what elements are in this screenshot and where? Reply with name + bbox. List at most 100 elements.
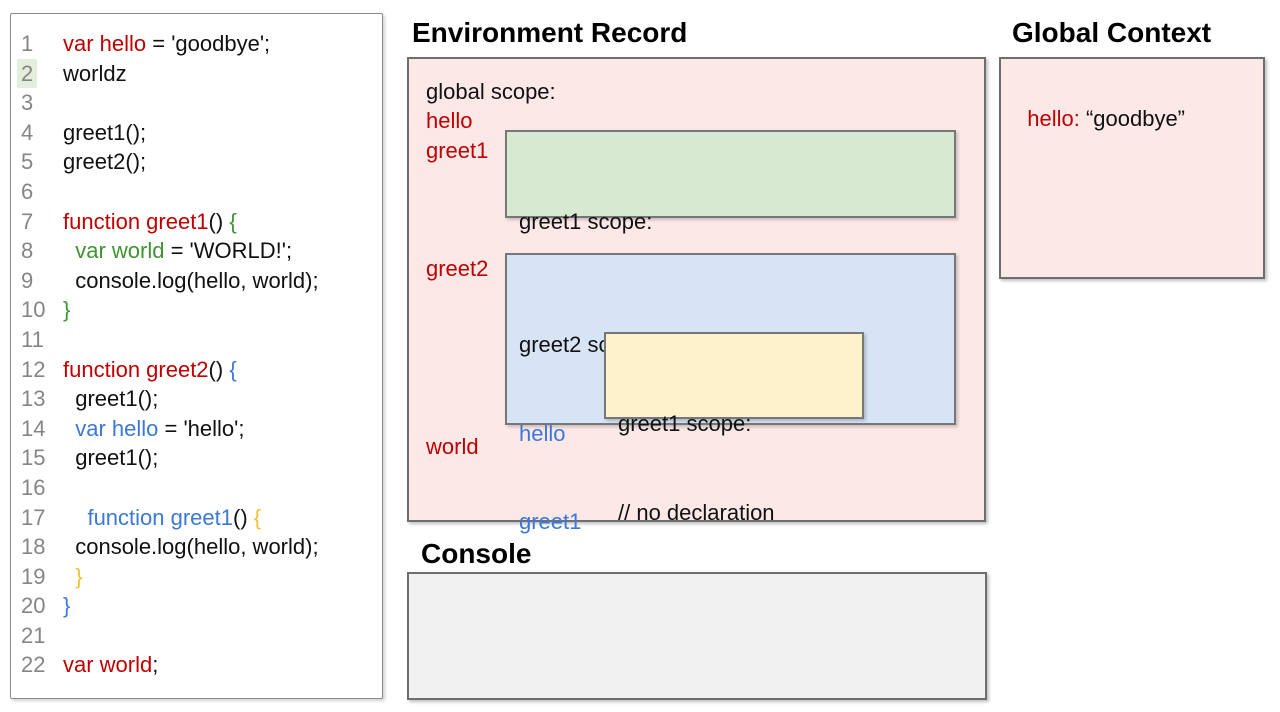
- code-text: [63, 179, 69, 204]
- code-token: function greet1: [63, 208, 209, 234]
- code-line: 17 function greet1() {: [21, 503, 382, 533]
- line-number: 1: [21, 31, 34, 56]
- line-number: 13: [21, 386, 46, 412]
- line-number: 12: [21, 356, 46, 382]
- code-text: [63, 90, 69, 115]
- code-line: 21: [21, 621, 382, 651]
- code-text: function greet2() {: [63, 357, 237, 382]
- line-number: 7: [21, 208, 34, 234]
- code-line: 12 function greet2() {: [21, 355, 382, 385]
- code-line: 9 console.log(hello, world);: [21, 266, 382, 296]
- code-line: 4 greet1();: [21, 118, 382, 148]
- code-line: 6: [21, 177, 382, 207]
- code-text: console.log(hello, world);: [63, 267, 319, 293]
- line-number: 11: [21, 326, 44, 352]
- greet2-scope-var-greet1: greet1: [519, 509, 582, 534]
- code-token: greet1();: [63, 445, 159, 471]
- code-token: console.log(hello, world);: [63, 534, 319, 560]
- global-context-title: Global Context: [1012, 17, 1212, 48]
- code-token: var world: [63, 652, 153, 678]
- line-number: 6: [21, 178, 34, 204]
- global-context-box: hello: “goodbye”: [999, 57, 1265, 279]
- code-token: }: [75, 563, 83, 589]
- line-number: 18: [21, 534, 46, 560]
- code-token: worldz: [63, 60, 127, 86]
- code-token: {: [253, 504, 262, 530]
- code-text: [63, 327, 69, 352]
- code-token: = 'goodbye';: [146, 31, 271, 56]
- code-text: }: [63, 563, 83, 589]
- code-line: 7 function greet1() {: [21, 207, 382, 237]
- code-token: [63, 416, 75, 441]
- line-number: 2: [17, 58, 63, 89]
- line-number: 3: [21, 90, 34, 116]
- line-number: 21: [21, 622, 46, 648]
- code-line: 19 }: [21, 562, 382, 592]
- global-context-key-hello: hello:: [1027, 105, 1080, 131]
- code-token: (): [208, 356, 230, 382]
- code-line: 18 console.log(hello, world);: [21, 532, 382, 562]
- code-text: greet1();: [63, 120, 146, 145]
- code-text: worldz: [63, 61, 127, 86]
- inner-greet1-scope-comment: // no declaration: [618, 499, 775, 525]
- code-line: 13 greet1();: [21, 384, 382, 414]
- code-text: greet1();: [63, 445, 158, 470]
- code-text: function greet1() {: [63, 209, 237, 234]
- code-text: }: [63, 297, 70, 322]
- code-line: 15 greet1();: [21, 443, 382, 473]
- environment-record-box: global scope: hello greet1 greet2 world …: [407, 57, 986, 534]
- code-token: (): [208, 208, 230, 234]
- global-scope-var-world: world: [426, 434, 479, 459]
- code-text: var world;: [63, 652, 158, 677]
- code-token: var hello: [63, 31, 147, 56]
- line-number: 20: [21, 593, 46, 619]
- global-scope-var-greet1: greet1: [426, 138, 489, 163]
- code-line: 1 var hello = 'goodbye';: [21, 29, 382, 59]
- code-token: [63, 505, 87, 530]
- code-token: }: [63, 593, 71, 619]
- global-context-value-goodbye: “goodbye”: [1079, 105, 1186, 131]
- code-token: greet1();: [63, 119, 147, 145]
- code-token: (): [233, 504, 254, 530]
- code-text: var hello = 'goodbye';: [63, 31, 270, 56]
- inner-greet1-scope-box: greet1 scope: // no declaration: [604, 332, 864, 525]
- line-number: 10: [21, 297, 46, 323]
- code-text: greet2();: [63, 149, 146, 174]
- line-number: 4: [21, 119, 34, 145]
- greet2-scope-box: greet2 scope: hello greet1 greet1 scope:…: [505, 253, 956, 534]
- line-number: 5: [21, 149, 34, 175]
- line-number: 8: [21, 238, 34, 264]
- code-line: 20}: [21, 591, 382, 621]
- code-text: [63, 475, 69, 500]
- code-token: [63, 238, 75, 263]
- code-text: var world = 'WORLD!';: [63, 238, 292, 263]
- code-token: function greet2: [63, 356, 209, 382]
- code-line: 8 var world = 'WORLD!';: [21, 236, 382, 266]
- greet1-scope-label: greet1 scope:: [519, 209, 653, 234]
- code-text: var hello = 'hello';: [63, 416, 244, 441]
- greet1-scope-box: greet1 scope: world: [505, 130, 956, 323]
- code-token: = 'WORLD!';: [164, 238, 293, 264]
- code-line: 3: [21, 88, 382, 118]
- global-scope-var-hello: hello: [426, 108, 473, 133]
- code-line: 10}: [21, 295, 382, 325]
- code-line: 16: [21, 473, 382, 503]
- code-text: greet1();: [63, 386, 158, 411]
- code-text: function greet1() {: [63, 505, 261, 530]
- code-text: console.log(hello, world);: [63, 534, 319, 560]
- code-token: [63, 564, 75, 589]
- code-token: greet1();: [63, 386, 159, 412]
- code-token: console.log(hello, world);: [63, 267, 319, 293]
- console-title: Console: [421, 538, 532, 569]
- code-token: var world: [75, 238, 165, 264]
- code-token: }: [63, 297, 71, 323]
- console-output-box: [407, 572, 987, 700]
- code-token: {: [229, 356, 237, 382]
- line-number: 17: [21, 504, 46, 530]
- code-token: var hello: [75, 415, 159, 441]
- line-number: 16: [21, 474, 46, 500]
- code-token: greet2();: [63, 149, 147, 175]
